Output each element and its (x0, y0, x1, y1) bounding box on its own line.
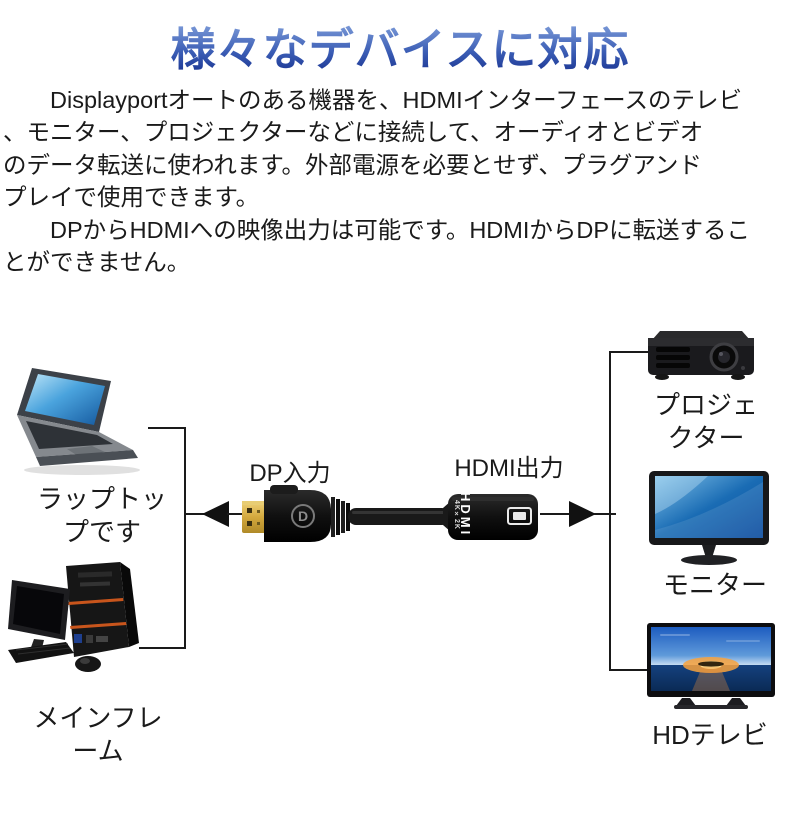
hdmi-adapter-body (448, 494, 538, 540)
note-paragraph: DPからHDMIへの映像出力は可能です。HDMIからDPに転送するこ とができま… (3, 214, 797, 279)
mouse (75, 656, 101, 672)
dp-side-line (227, 513, 248, 515)
connection-diagram: ラップトッ プです メインフレ ーム DP入力 HDMI出力 (0, 24, 800, 824)
text-line: Displayportオートのある機器を、HDMIインターフェースのテレビ (3, 86, 743, 113)
projector-label: プロジェ クター (653, 390, 758, 453)
projector-image (648, 331, 754, 380)
hdmi-port-icon (507, 507, 532, 525)
left-bracket-top-line (148, 427, 186, 429)
mainframe-label: メインフレ ーム (33, 703, 163, 766)
laptop-image (17, 368, 140, 475)
text-line: のデータ転送に使われます。外部電源を必要とせず、プラグアンド (3, 151, 702, 178)
intro-paragraph: Displayportオートのある機器を、HDMIインターフェースのテレビ 、モ… (3, 84, 797, 214)
hdmi-output-label: HDMI出力 (454, 455, 564, 482)
tower-orange-stripe (68, 598, 124, 605)
dp-input-label: DP入力 (249, 460, 331, 487)
page-title: 様々なデバイスに対応 (0, 24, 800, 76)
arrow-left-icon (202, 501, 229, 527)
right-bracket-vertical-line (609, 351, 611, 671)
left-bracket-bottom-line (139, 647, 186, 649)
tv-label: HDテレビ (652, 720, 768, 750)
left-arrow-line (185, 513, 205, 515)
hdmi-side-line (540, 513, 570, 515)
text-line: プレイで使用できます。 (3, 184, 260, 211)
left-bracket-vertical-line (184, 427, 186, 649)
laptop-label: ラップトッ プです (36, 484, 167, 547)
text-line: DPからHDMIへの映像出力は可能です。HDMIからDPに転送するこ (3, 216, 751, 243)
hdmi-print: HDMI (458, 492, 473, 538)
adapter-image: D (242, 485, 538, 542)
text-line: とができません。 (3, 249, 191, 276)
right-bracket-bottom-line (609, 669, 650, 671)
arrow-right-icon (569, 501, 596, 527)
displayport-logo-circle (291, 504, 315, 528)
monitor-label: モニター (662, 570, 767, 600)
monitor-image (649, 471, 769, 565)
adapter-print-text: HDMI 4K×2K (452, 490, 473, 540)
monitor-screen (655, 476, 763, 538)
desktop-monitor-screen (13, 586, 64, 634)
4k2k-print: 4K×2K (453, 500, 460, 530)
laptop-screen (25, 374, 105, 425)
desktop-pc-image (8, 562, 139, 672)
right-arrow-line (594, 513, 616, 515)
text-line: 、モニター、プロジェクターなどに接続して、オーディオとビデオ (3, 119, 704, 146)
right-bracket-top-line (609, 351, 648, 353)
tv-image (647, 623, 775, 709)
cable (331, 497, 451, 537)
displayport-logo-text: D (298, 508, 308, 524)
displayport-connector: D (242, 485, 331, 542)
tv-screen (651, 627, 771, 691)
